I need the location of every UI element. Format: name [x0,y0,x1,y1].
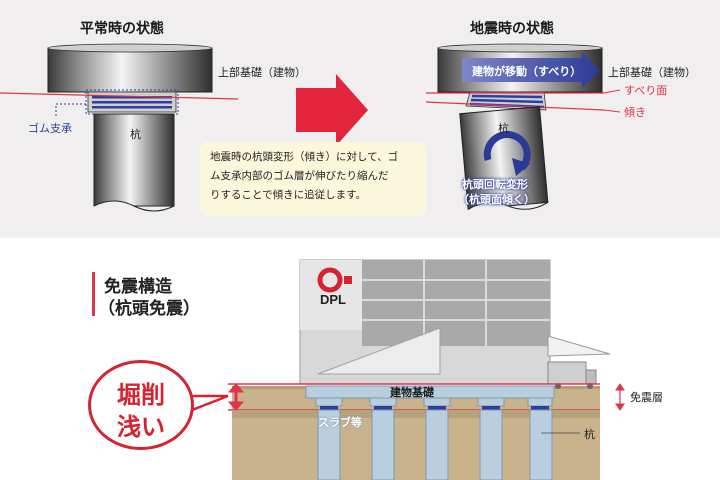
truck [547,361,587,385]
quake-upper-label: 上部基礎（建物） [608,66,696,79]
rotate-label-2: （杭頭面傾く） [458,193,535,206]
rotate-label-1: 杭頭回転変形 [462,178,528,191]
rubber-label: ゴム支承 [28,122,72,135]
slab-label: スラブ等 [318,416,362,429]
structure-title-2: （杭頭免震） [98,299,200,319]
note-line-1: 地震時の杭頭変形（傾き）に対して、ゴ [210,151,399,163]
bubble-line-2: 浅い [117,413,165,441]
quake-pile-label: 杭 [498,122,509,135]
isolation-layer-label: 免震層 [630,391,663,404]
normal-slide-line [0,92,239,100]
rotation-arrow [483,131,531,171]
logo-text: DPL [320,292,346,307]
move-arrow [462,52,600,88]
normal-pile-label: 杭 [130,128,141,141]
normal-upper-label: 上部基礎（建物） [218,66,306,79]
normal-cap [47,47,213,93]
move-label: 建物が移動（すべり） [472,65,582,78]
bubble-line-1: 堀削 [117,381,165,409]
building-base-label: 建物基礎 [390,386,434,399]
structure-diagram [92,259,625,480]
note-line-3: りすることで傾きに追従します。 [210,189,367,201]
logo-mark [317,267,343,293]
quake-tilt-line [425,101,605,111]
quake-title: 地震時の状態 [470,21,554,37]
structure-title-1: 免震構造 [104,277,172,297]
normal-title: 平常時の状態 [80,21,164,37]
explanation-note: 地震時の杭頭変形（傾き）に対して、ゴ ム支承内部のゴム層が伸びたり縮んだ りする… [200,142,426,216]
excavation-bubble: 堀削 浅い [88,360,194,450]
transition-arrow [296,74,368,146]
quake-pile [459,106,549,220]
mechanism-diagram [0,43,621,220]
ramp [317,327,441,375]
tilt-label: 傾き [624,106,646,119]
pile-label: 杭 [584,428,595,441]
slab [232,410,600,418]
slide-surface-label: すべり面 [624,84,668,97]
note-line-2: ム支承内部のゴム層が伸びたり縮んだ [210,170,389,182]
